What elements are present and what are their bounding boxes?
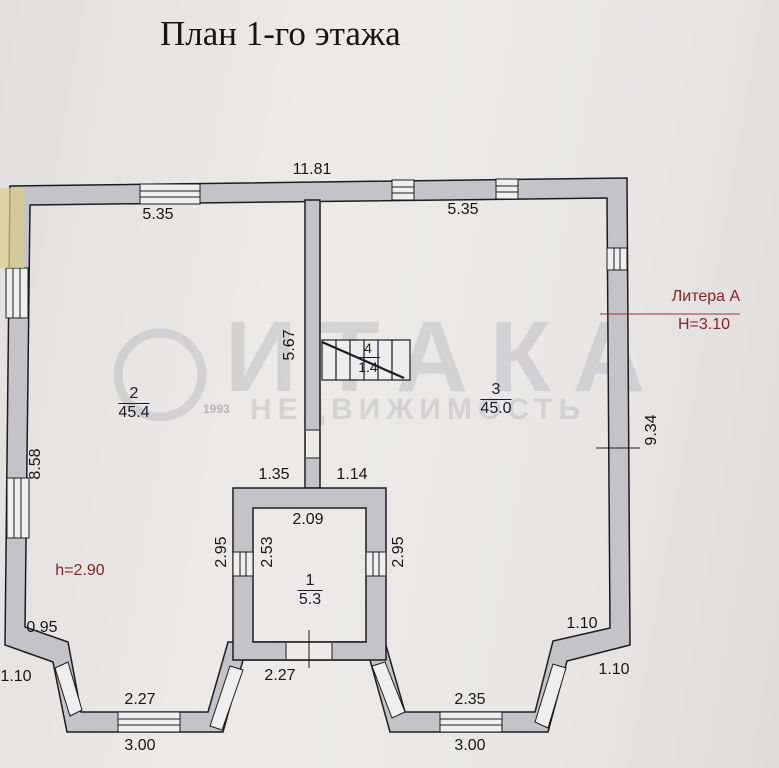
window-top-left bbox=[139, 183, 201, 205]
window-bay-left-diagonal-2 bbox=[209, 665, 244, 731]
room-2-label: 2 45.4 bbox=[118, 386, 150, 422]
window-left-upper bbox=[5, 267, 29, 319]
dim-left-bay-outer: 3.00 bbox=[124, 737, 156, 754]
dim-top-right: 5.35 bbox=[447, 201, 479, 218]
dim-hall-left-top: 1.35 bbox=[258, 466, 290, 483]
room-1-area: 5.3 bbox=[298, 591, 322, 608]
watermark-brand: ИТАКА bbox=[225, 301, 668, 413]
dim-mid-wall: 5.67 bbox=[281, 329, 298, 361]
room-3-number: 3 bbox=[480, 382, 512, 400]
window-right bbox=[606, 247, 628, 271]
dim-left-bay-inner: 2.27 bbox=[124, 691, 156, 708]
dim-hall-right-top: 1.14 bbox=[336, 466, 368, 483]
dim-right-height: 9.34 bbox=[643, 414, 660, 446]
window-bay-left-bottom bbox=[117, 711, 181, 733]
room-4-area: 1.4 bbox=[358, 359, 378, 375]
dim-right-bay-inner: 2.35 bbox=[454, 691, 486, 708]
litera-height: H=3.10 bbox=[677, 316, 731, 333]
litera-name: Литера А bbox=[671, 288, 741, 305]
window-bay-right-diagonal-2 bbox=[534, 663, 567, 729]
window-bay-left-diagonal-1 bbox=[54, 661, 83, 717]
room-4-label: 4 1.4 bbox=[356, 340, 380, 376]
room-2-number: 2 bbox=[118, 386, 150, 404]
stair bbox=[321, 339, 411, 381]
window-bay-right-bottom bbox=[439, 711, 503, 733]
dim-left-corner-top: 0.95 bbox=[26, 619, 58, 636]
watermark-year: 1993 bbox=[203, 402, 230, 416]
hall-wall bbox=[232, 487, 387, 661]
dim-left-corner-side: 1.10 bbox=[0, 668, 32, 685]
dim-top-total: 11.81 bbox=[292, 161, 332, 178]
room-2-area: 45.4 bbox=[118, 404, 150, 421]
window-top-right bbox=[495, 178, 519, 200]
dim-hall-inner-height: 2.53 bbox=[259, 536, 276, 568]
dim-right-corner-side: 1.10 bbox=[598, 661, 630, 678]
room-3-label: 3 45.0 bbox=[480, 382, 512, 418]
plan-title: План 1-го этажа bbox=[160, 14, 401, 53]
window-bay-right-diagonal-1 bbox=[371, 661, 406, 719]
ceiling-height: h=2.90 bbox=[55, 562, 105, 579]
window-left-lower bbox=[6, 477, 30, 539]
room-1-label: 1 5.3 bbox=[297, 573, 323, 609]
edge-stain bbox=[0, 188, 24, 268]
dim-right-bay-outer: 3.00 bbox=[454, 737, 486, 754]
dim-right-corner-top: 1.10 bbox=[566, 615, 598, 632]
room-3-area: 45.0 bbox=[480, 400, 512, 417]
dim-top-left: 5.35 bbox=[142, 206, 174, 223]
dim-hall-bottom: 2.27 bbox=[264, 667, 296, 684]
window-hall-right bbox=[365, 551, 387, 577]
dim-hall-left-outer: 2.95 bbox=[213, 536, 230, 568]
window-hall-left bbox=[232, 551, 254, 577]
door-room2 bbox=[306, 430, 319, 458]
dim-hall-right-outer: 2.95 bbox=[390, 536, 407, 568]
dim-hall-inner-width: 2.09 bbox=[292, 511, 324, 528]
dim-left-height: 8.58 bbox=[27, 448, 44, 480]
room-4-number: 4 bbox=[356, 340, 380, 358]
window-top-mid bbox=[391, 179, 415, 201]
room-1-number: 1 bbox=[297, 573, 323, 591]
